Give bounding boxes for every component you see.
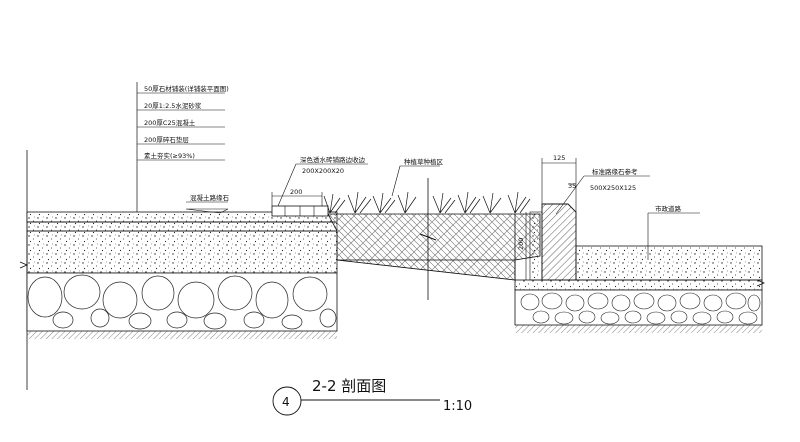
callouts: 混凝土路缘石 深色透水砖铺路边收边 200X200X20 种植草种植区 标准路缘…: [186, 155, 700, 260]
layer-label-4: 200厚碎石垫层: [144, 135, 189, 144]
grass-tufts: [323, 191, 531, 214]
layer-label-1: 50厚石材铺装(详铺装平面图): [144, 84, 229, 93]
title-number-circle: [272, 386, 302, 416]
dim-paver-width: 200: [290, 188, 302, 196]
title-name: 2-2 剖面图: [312, 377, 386, 395]
callout-pavers-label: 深色透水砖铺路边收边: [300, 155, 366, 164]
gravel-left: [27, 274, 337, 330]
right-curb: [529, 203, 577, 281]
paving-layers: [26, 211, 338, 339]
callout-curb-right-size: 500X250X125: [590, 184, 636, 192]
callout-pavers-size: 200X200X20: [302, 167, 344, 175]
callout-planting: 种植草种植区: [404, 157, 444, 166]
gravel-right: [520, 292, 761, 325]
layer-label-5: 素土夯实(≥93%): [144, 151, 195, 160]
drawing-title: 4 2-2 剖面图 1:10: [272, 377, 472, 416]
dim-curb-top: 125: [553, 154, 565, 162]
dimensions: 200 125 35 200: [271, 154, 577, 280]
dim-curb-offset: 35: [568, 182, 576, 190]
callout-curb-right: 标准路缘石参考: [592, 167, 638, 176]
title-scale: 1:10: [443, 399, 472, 414]
layer-label-3: 200厚C25混凝土: [144, 118, 196, 127]
layer-callout: 50厚石材铺装(详铺装平面图) 20厚1:2.5水泥砂浆 200厚C25混凝土 …: [136, 82, 229, 212]
title-number: 4: [282, 395, 290, 409]
road-layers: [514, 245, 766, 333]
layer-label-2: 20厚1:2.5水泥砂浆: [144, 101, 202, 110]
callout-curb-left: 混凝土路缘石: [190, 193, 230, 202]
left-break-line: [19, 150, 29, 390]
paver-edge: [185, 205, 329, 217]
callout-road: 市政道路: [655, 204, 682, 213]
dim-curb-height: 200: [517, 238, 525, 250]
